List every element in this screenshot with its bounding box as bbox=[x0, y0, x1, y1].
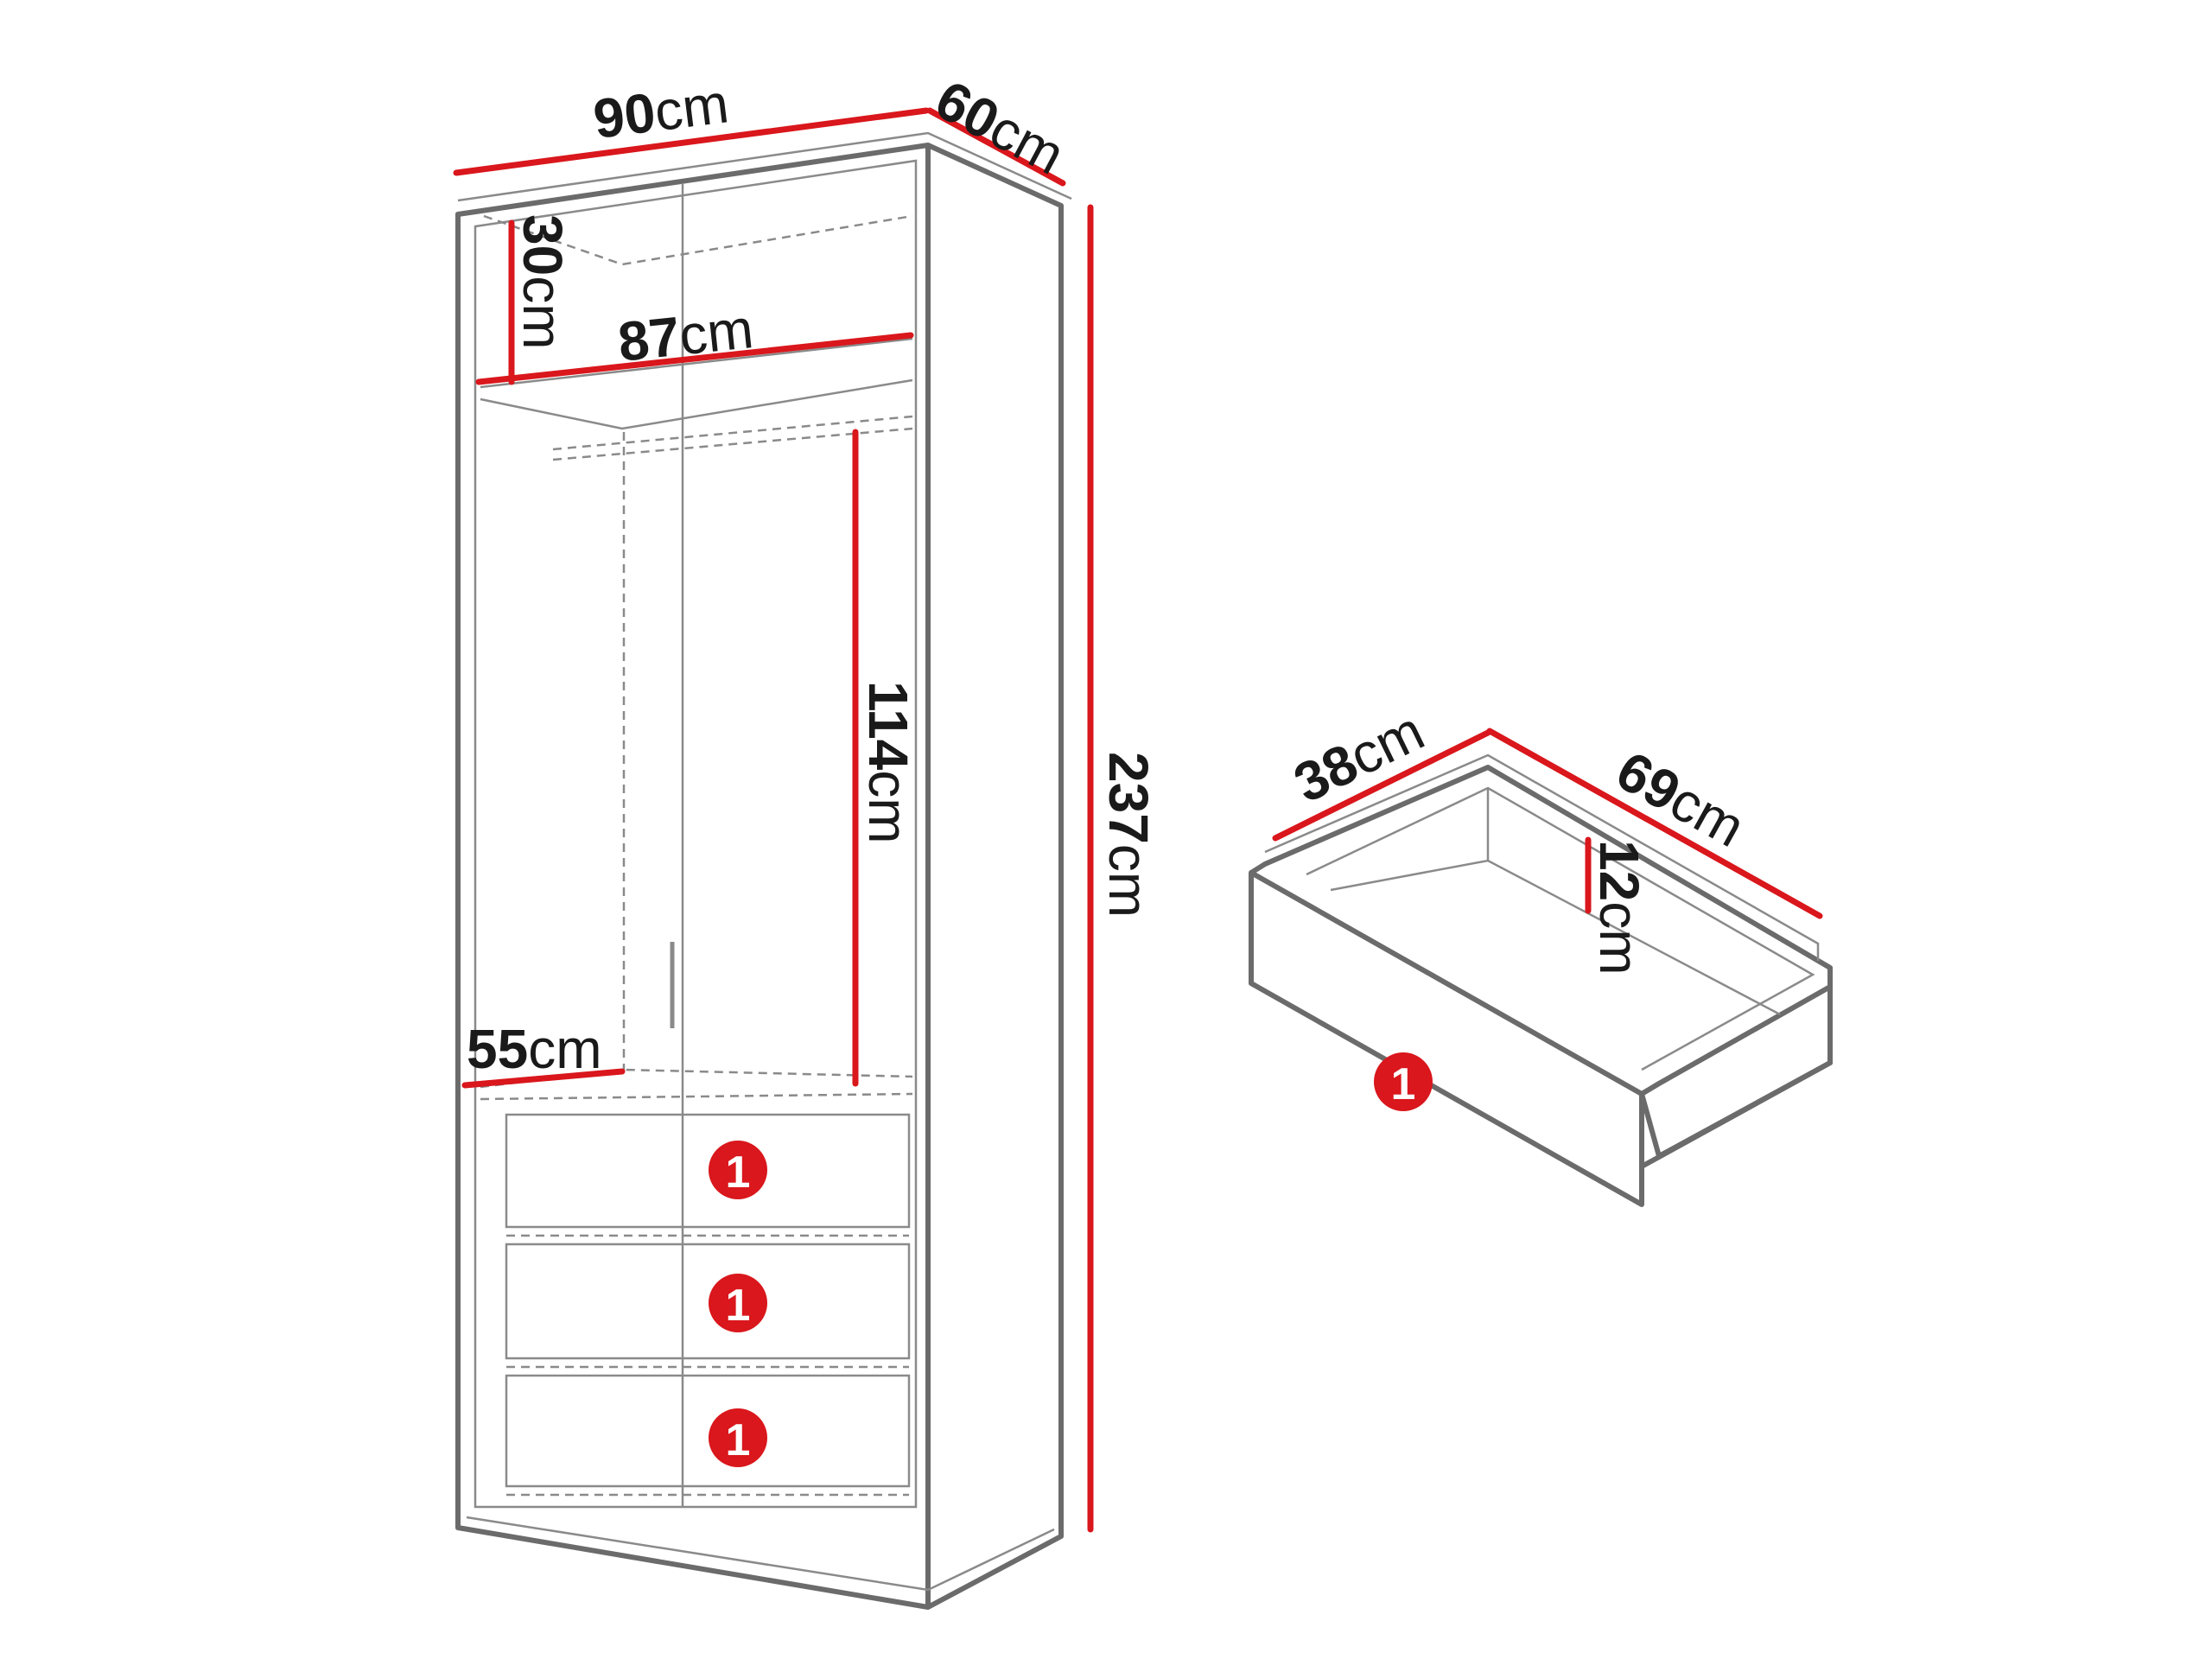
wardrobe-drawer-gaps bbox=[506, 1234, 909, 1497]
measure-line-shelf-width bbox=[475, 332, 914, 385]
drawer-inner-walls bbox=[1306, 786, 1815, 1071]
drawer-badge: 1 bbox=[1374, 1052, 1433, 1111]
label-height: 237cm bbox=[1097, 752, 1160, 918]
drawer-measures bbox=[1272, 728, 1823, 919]
wardrobe-drawer-1 bbox=[505, 1113, 911, 1229]
wardrobe-drawer-badge-1: 1 bbox=[709, 1141, 767, 1199]
measure-line-depth bbox=[926, 107, 1066, 187]
drawer-side-panel bbox=[1639, 984, 1833, 1159]
label-shelf-width: 87cm bbox=[615, 297, 756, 373]
drawer-box-outline bbox=[1249, 765, 1833, 1169]
wardrobe-upper-shelf bbox=[480, 337, 913, 430]
measure-line-lower-shelf bbox=[461, 1068, 626, 1089]
label-lower-shelf: 55cm bbox=[467, 1018, 602, 1080]
wardrobe-top-inner bbox=[483, 214, 913, 266]
wardrobe-hanging-rail bbox=[552, 415, 913, 461]
wardrobe-top-panel bbox=[457, 131, 1072, 202]
svg-text:1: 1 bbox=[726, 1281, 751, 1331]
wardrobe-drawer-3 bbox=[505, 1374, 911, 1488]
measure-line-drawer-length bbox=[1486, 728, 1823, 919]
drawer-front-panel bbox=[1249, 870, 1644, 1207]
label-drawer-height: 12cm bbox=[1588, 840, 1650, 976]
svg-text:1: 1 bbox=[1391, 1059, 1416, 1109]
wardrobe-drawer-badge-2: 1 bbox=[709, 1274, 767, 1332]
label-top-compartment: 30cm bbox=[512, 214, 574, 350]
label-width: 90cm bbox=[590, 72, 732, 150]
drawer-back-edge bbox=[1264, 753, 1820, 961]
label-hanging-height: 114cm bbox=[857, 681, 919, 844]
svg-text:1: 1 bbox=[726, 1147, 751, 1198]
wardrobe-drawer-badge-3: 1 bbox=[709, 1408, 767, 1467]
measure-line-drawer-width bbox=[1272, 729, 1491, 842]
measure-line-width bbox=[453, 107, 930, 176]
wardrobe-drawer-2 bbox=[505, 1243, 911, 1360]
wardrobe-plinth bbox=[466, 1516, 1055, 1592]
wardrobe-drawing bbox=[455, 131, 1072, 1610]
svg-text:1: 1 bbox=[726, 1415, 751, 1465]
wardrobe-inner-frame bbox=[474, 159, 918, 1509]
label-depth: 60cm bbox=[925, 68, 1074, 187]
wardrobe-outline bbox=[455, 143, 1064, 1610]
wardrobe-measures bbox=[453, 107, 1094, 1533]
drawer-drawing bbox=[1249, 753, 1833, 1207]
